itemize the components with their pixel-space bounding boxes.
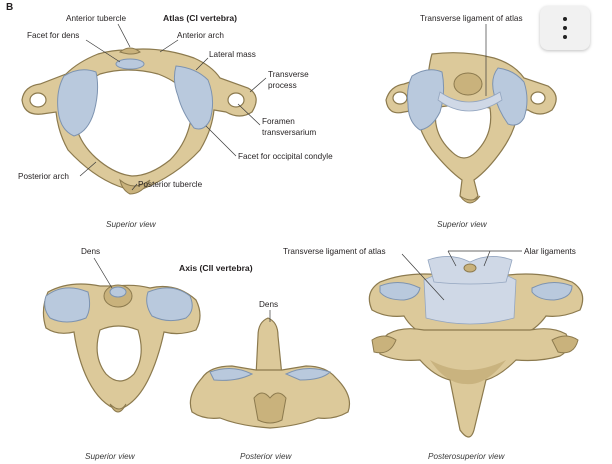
atlas-ligament-illustration <box>385 52 557 204</box>
label-foramen-line1: Foramen <box>262 117 295 126</box>
axis-posterior-illustration <box>189 317 351 429</box>
label-dens-axis-superior: Dens <box>81 247 100 256</box>
label-posterior-arch: Posterior arch <box>18 172 69 181</box>
label-lateral-mass: Lateral mass <box>209 50 256 59</box>
label-transverse-process-line2: process <box>268 81 297 90</box>
axis-superior-view-caption: Superior view <box>85 452 136 461</box>
label-anterior-arch: Anterior arch <box>177 31 224 40</box>
panel-letter: B <box>6 2 13 13</box>
label-transverse-ligament-bottom: Transverse ligament of atlas <box>283 247 386 256</box>
label-facet-for-dens: Facet for dens <box>27 31 79 40</box>
label-anterior-tubercle: Anterior tubercle <box>66 14 127 23</box>
atlas-view-caption: Superior view <box>106 220 157 229</box>
axis-posterior-view-caption: Posterior view <box>240 452 293 461</box>
axis-posterosuperior-illustration <box>368 256 584 438</box>
atlas-superior-illustration <box>21 47 257 195</box>
atlas-ligament-view-caption: Superior view <box>437 220 488 229</box>
label-foramen-line2: transversarium <box>262 128 316 137</box>
label-transverse-ligament-top: Transverse ligament of atlas <box>420 14 523 23</box>
label-transverse-process-line1: Transverse <box>268 70 309 79</box>
more-vertical-icon <box>563 17 567 21</box>
label-facet-occipital-condyle: Facet for occipital condyle <box>238 152 333 161</box>
atlas-title: Atlas (CI vertebra) <box>163 13 237 23</box>
label-alar-ligaments: Alar ligaments <box>524 247 576 256</box>
more-options-button[interactable] <box>540 6 590 50</box>
axis-posterosuperior-view-caption: Posterosuperior view <box>428 452 506 461</box>
axis-superior-illustration <box>42 283 201 413</box>
label-posterior-tubercle: Posterior tubercle <box>138 180 203 189</box>
label-dens-axis-posterior: Dens <box>259 300 278 309</box>
axis-title: Axis (CII vertebra) <box>179 263 253 273</box>
